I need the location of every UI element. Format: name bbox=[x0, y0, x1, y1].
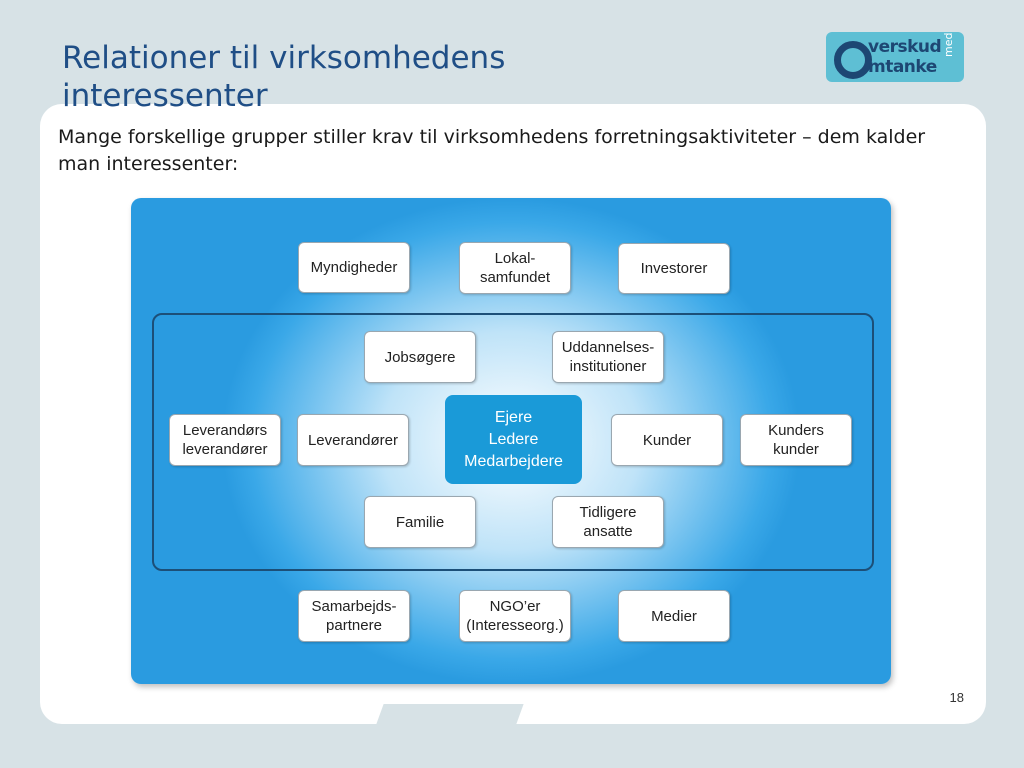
slide-title: Relationer til virksomhedens interessent… bbox=[62, 39, 506, 114]
inner-stakeholder-frame bbox=[152, 313, 874, 571]
node-kunders-kunder: Kunders kunder bbox=[740, 414, 852, 466]
node-ngoer: NGO’er (Interesseorg.) bbox=[459, 590, 571, 642]
node-investorer: Investorer bbox=[618, 243, 730, 294]
node-jobsogere: Jobsøgere bbox=[364, 331, 476, 383]
logo-text-bottom: mtanke bbox=[868, 57, 937, 77]
node-kunder: Kunder bbox=[611, 414, 723, 466]
node-lokalsamfundet: Lokal- samfundet bbox=[459, 242, 571, 294]
node-tidligere-ansatte: Tidligere ansatte bbox=[552, 496, 664, 548]
logo-text-side: med bbox=[942, 32, 955, 57]
overskud-med-omtanke-logo: verskud mtanke med bbox=[826, 32, 964, 82]
node-samarbejdspartnere: Samarbejds- partnere bbox=[298, 590, 410, 642]
node-leverandorer: Leverandører bbox=[297, 414, 409, 466]
node-leverandors-leverandorer: Leverandørs leverandører bbox=[169, 414, 281, 466]
node-familie: Familie bbox=[364, 496, 476, 548]
node-ejere-ledere-medarbejdere: Ejere Ledere Medarbejdere bbox=[445, 395, 582, 484]
node-medier: Medier bbox=[618, 590, 730, 642]
node-myndigheder: Myndigheder bbox=[298, 242, 410, 293]
logo-text-top: verskud bbox=[868, 37, 942, 57]
node-uddannelsesinstitutioner: Uddannelses- institutioner bbox=[552, 331, 664, 383]
logo-o-icon bbox=[834, 41, 872, 79]
intro-text: Mange forskellige grupper stiller krav t… bbox=[58, 126, 926, 175]
page-number: 18 bbox=[949, 690, 964, 705]
background-shape-bottom bbox=[376, 704, 524, 724]
